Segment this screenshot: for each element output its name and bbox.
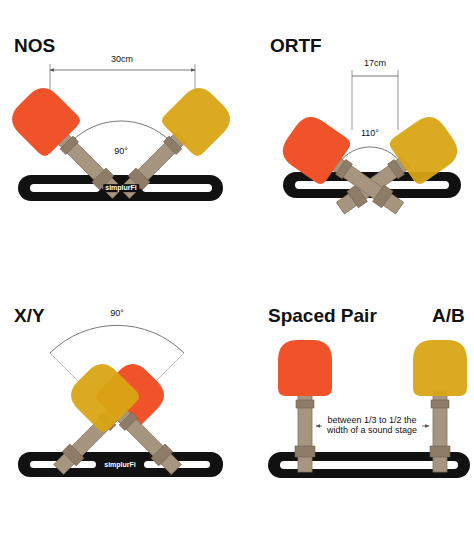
spacing-note: between 1/3 to 1/2 the width of a sound … (322, 414, 422, 438)
dimension-label: 30cm (111, 55, 133, 65)
angle-label: 90° (110, 309, 124, 319)
section-title: NOS (14, 36, 55, 57)
ab-setup (268, 340, 470, 478)
section-title: X/Y (14, 306, 45, 327)
section-title: ORTF (270, 36, 322, 57)
brand-mark: simplurFi (102, 461, 138, 469)
angle-label: 90° (114, 147, 128, 157)
section-title: Spaced Pair (268, 306, 377, 327)
dimension-label: 17cm (364, 59, 386, 69)
section-title: A/B (432, 306, 465, 327)
brand-mark: simplurFi (103, 184, 139, 192)
nos-setup (5, 64, 237, 213)
ortf-setup (276, 70, 464, 230)
angle-label: 110° (361, 129, 379, 139)
xy-setup (18, 325, 223, 488)
